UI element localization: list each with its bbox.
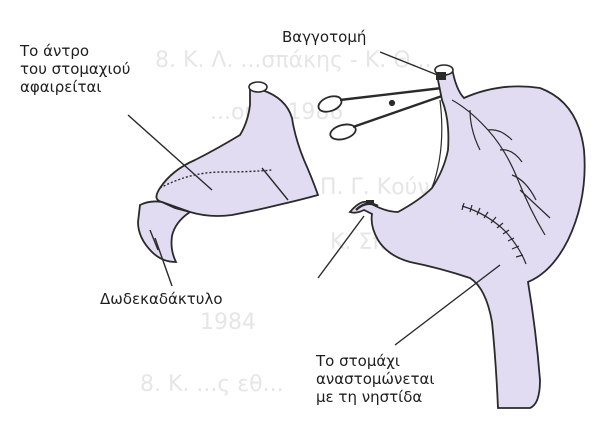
- scissors-icon: [316, 88, 442, 142]
- label-antrum-line1: Το άντρο: [20, 42, 89, 60]
- label-antrum-line3: αφαιρείται: [20, 78, 101, 96]
- label-antrum-line2: του στομαχιού: [20, 60, 130, 78]
- esophagus-stub-left: [249, 82, 267, 92]
- label-anastomosis-line2: αναστομώνεται: [316, 370, 434, 388]
- label-vagotomy: Βαγγοτομή: [282, 28, 366, 46]
- label-anastomosis-line3: με τη νηστίδα: [316, 388, 422, 406]
- label-duodenum: Δωδεκαδάκτυλο: [100, 290, 223, 308]
- duodenum-shape: [138, 201, 190, 262]
- antrum-shape: [156, 85, 318, 216]
- label-anastomosis-line1: Το στομάχι: [316, 352, 400, 370]
